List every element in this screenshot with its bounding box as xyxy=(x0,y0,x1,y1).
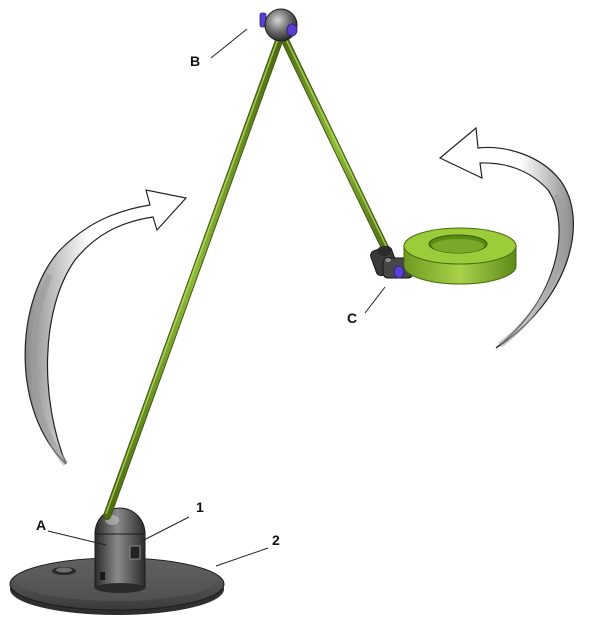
end-joint xyxy=(370,245,414,279)
leader-line-2 xyxy=(215,547,269,567)
leader-line-a xyxy=(47,530,107,546)
port-icon xyxy=(100,572,105,580)
top-joint xyxy=(259,8,298,42)
rotation-arrow-right xyxy=(438,126,574,349)
leader-line-b xyxy=(210,28,248,59)
label-joint-top: B xyxy=(190,53,200,69)
leader-line-c xyxy=(364,286,386,314)
lower-arm xyxy=(103,34,284,520)
label-part-1: 1 xyxy=(196,499,204,515)
leader-lines xyxy=(47,28,386,567)
base-column xyxy=(94,507,146,593)
leader-line-1 xyxy=(141,516,190,542)
label-part-2: 2 xyxy=(272,532,280,548)
label-joint-end: C xyxy=(347,310,357,326)
label-joint-base: A xyxy=(36,517,46,533)
switch-icon xyxy=(129,545,141,560)
rotation-arrow-left xyxy=(24,189,188,466)
lamp-ring xyxy=(403,227,517,285)
upper-arm xyxy=(278,30,392,258)
